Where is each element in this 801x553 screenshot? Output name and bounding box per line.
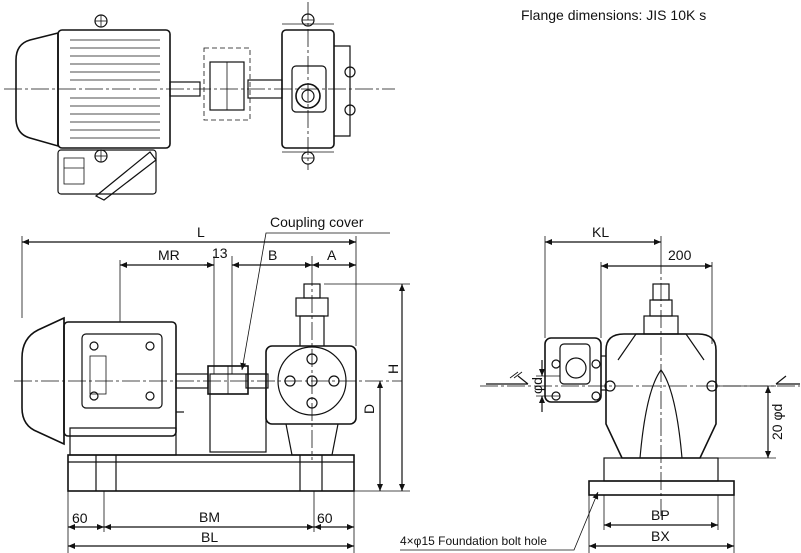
- dim-B: B: [268, 247, 277, 263]
- dim-BP: BP: [651, 507, 670, 523]
- dim-200: 200: [668, 247, 692, 263]
- dim-BL: BL: [201, 529, 218, 545]
- dim-phi-d: φd: [529, 377, 545, 394]
- end-view: KL 200 φd 20 φd BP BX 4×φ15 Foundation b…: [400, 224, 800, 553]
- dim-H: H: [385, 364, 401, 374]
- side-view: L MR 13 B A Coupling cover H D 60: [14, 214, 410, 553]
- dim-MR: MR: [158, 247, 180, 263]
- dim-A: A: [327, 247, 337, 263]
- flange-note: Flange dimensions: JIS 10K s: [521, 7, 706, 23]
- top-view: [4, 2, 395, 201]
- foundation-bolt-note: 4×φ15 Foundation bolt hole: [400, 534, 547, 548]
- dim-L: L: [197, 224, 205, 240]
- dim-KL: KL: [592, 224, 609, 240]
- coupling-cover-label: Coupling cover: [270, 214, 364, 230]
- motor-fins: [70, 39, 160, 139]
- dim-60-right: 60: [317, 510, 333, 526]
- dim-D: D: [361, 404, 377, 414]
- dim-13: 13: [212, 245, 228, 261]
- dim-BX: BX: [651, 528, 670, 544]
- dim-20-phi-d: 20 φd: [769, 404, 785, 440]
- dim-BM: BM: [199, 509, 220, 525]
- dim-60-left: 60: [72, 510, 88, 526]
